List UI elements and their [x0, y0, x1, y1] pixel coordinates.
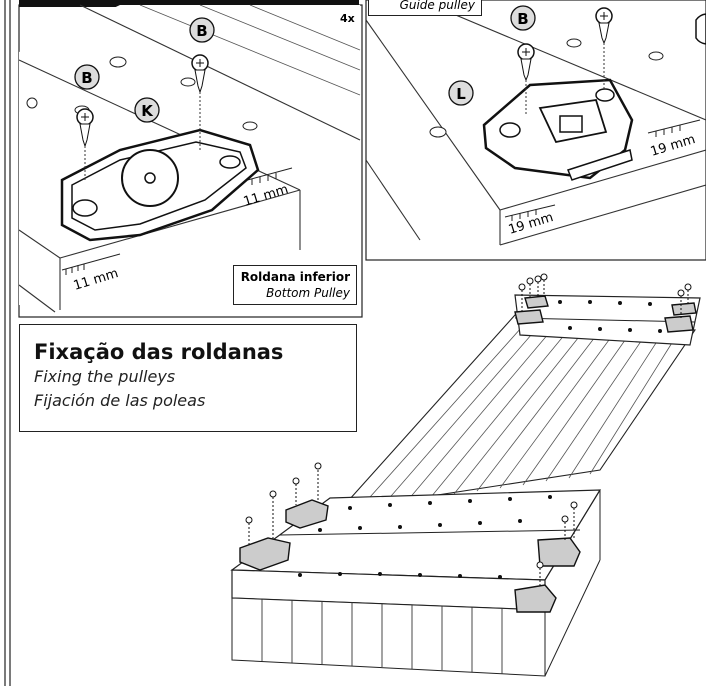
- door-assembly-view: [230, 273, 701, 677]
- label-secondary: Bottom Pulley: [266, 286, 350, 300]
- screw-icon: [595, 7, 613, 90]
- label-secondary: Guide pulley: [399, 0, 475, 12]
- screw-icon: [191, 54, 209, 150]
- bottom-pulley-detail: 11 mm 11 mm 4x: [18, 0, 363, 318]
- part-badge: B: [189, 17, 215, 43]
- section-subtitle-en: Fixing the pulleys: [34, 367, 176, 386]
- part-badge: K: [134, 97, 160, 123]
- svg-text:K: K: [141, 102, 154, 120]
- screw-icon: [76, 108, 94, 180]
- guide-pulley-label: Guide pulley: [368, 0, 482, 16]
- svg-text:B: B: [517, 10, 528, 28]
- svg-text:L: L: [456, 85, 466, 103]
- ruler-mark: [504, 119, 701, 221]
- guide-pulley-detail: 19 mm 19 mm B: [365, 0, 706, 261]
- part-badge: L: [448, 80, 474, 106]
- section-title-box: Fixação das roldanas Fixing the pulleys …: [19, 324, 357, 432]
- section-title: Fixação das roldanas: [34, 340, 284, 364]
- bottom-pulley-label: Roldana inferior Bottom Pulley: [233, 265, 357, 305]
- quantity-badge: 4x: [340, 12, 355, 25]
- svg-text:B: B: [196, 22, 207, 40]
- part-badge: B: [510, 5, 536, 31]
- guide-pulley-part: [482, 78, 634, 181]
- screw-icon: [517, 43, 535, 115]
- section-subtitle-es: Fijación de las poleas: [34, 391, 206, 410]
- label-primary: Roldana inferior: [240, 270, 350, 284]
- svg-text:B: B: [81, 69, 92, 87]
- bottom-pulley-part: [60, 128, 260, 242]
- part-badge: B: [74, 64, 100, 90]
